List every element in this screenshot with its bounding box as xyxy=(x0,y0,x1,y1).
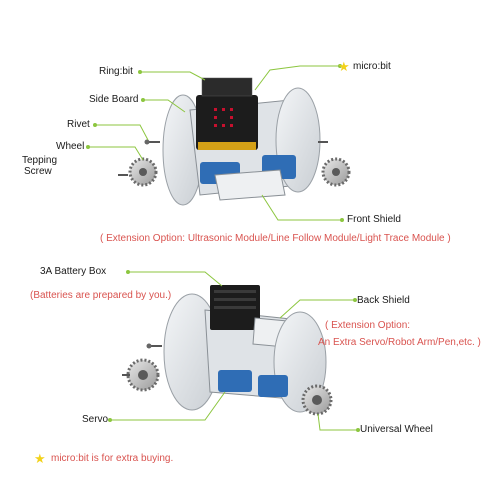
label-ring-bit: Ring:bit xyxy=(99,66,133,77)
label-side-board: Side Board xyxy=(89,94,139,105)
label-micro-bit: micro:bit xyxy=(353,61,391,72)
bottom-servo-left xyxy=(218,370,252,392)
top-extension-note: ( Extension Option: Ultrasonic Module/Li… xyxy=(100,233,451,244)
front-shield xyxy=(214,169,286,201)
ring-bit-header xyxy=(201,77,253,97)
batteries-note: (Batteries are prepared by you.) xyxy=(30,290,172,301)
label-tepping: Tepping xyxy=(22,155,58,166)
label-screw: Screw xyxy=(24,166,52,177)
top-robot-assembly xyxy=(118,77,351,206)
label-back-shield: Back Shield xyxy=(357,295,410,306)
micro-bit-led-matrix xyxy=(214,108,233,127)
label-universal-wheel: Universal Wheel xyxy=(360,424,433,435)
label-rivet: Rivet xyxy=(67,119,90,130)
bottom-servo-right xyxy=(258,375,288,397)
leader-lines xyxy=(86,64,360,432)
bottom-robot-assembly xyxy=(122,285,333,416)
micro-bit-gold-pins xyxy=(198,142,256,150)
bottom-extension-option: ( Extension Option: xyxy=(325,320,411,331)
label-wheel: Wheel xyxy=(56,141,85,152)
footnote: micro:bit is for extra buying. xyxy=(51,453,174,464)
label-front-shield: Front Shield xyxy=(347,214,401,225)
bottom-extension-items: An Extra Servo/Robot Arm/Pen,etc. ) xyxy=(318,337,481,348)
star-icon: ★ xyxy=(338,59,350,74)
label-battery-box: 3A Battery Box xyxy=(40,266,107,277)
footnote-star-icon: ★ xyxy=(34,451,46,466)
micro-bit-board xyxy=(196,95,258,150)
label-servo: Servo xyxy=(82,414,109,425)
